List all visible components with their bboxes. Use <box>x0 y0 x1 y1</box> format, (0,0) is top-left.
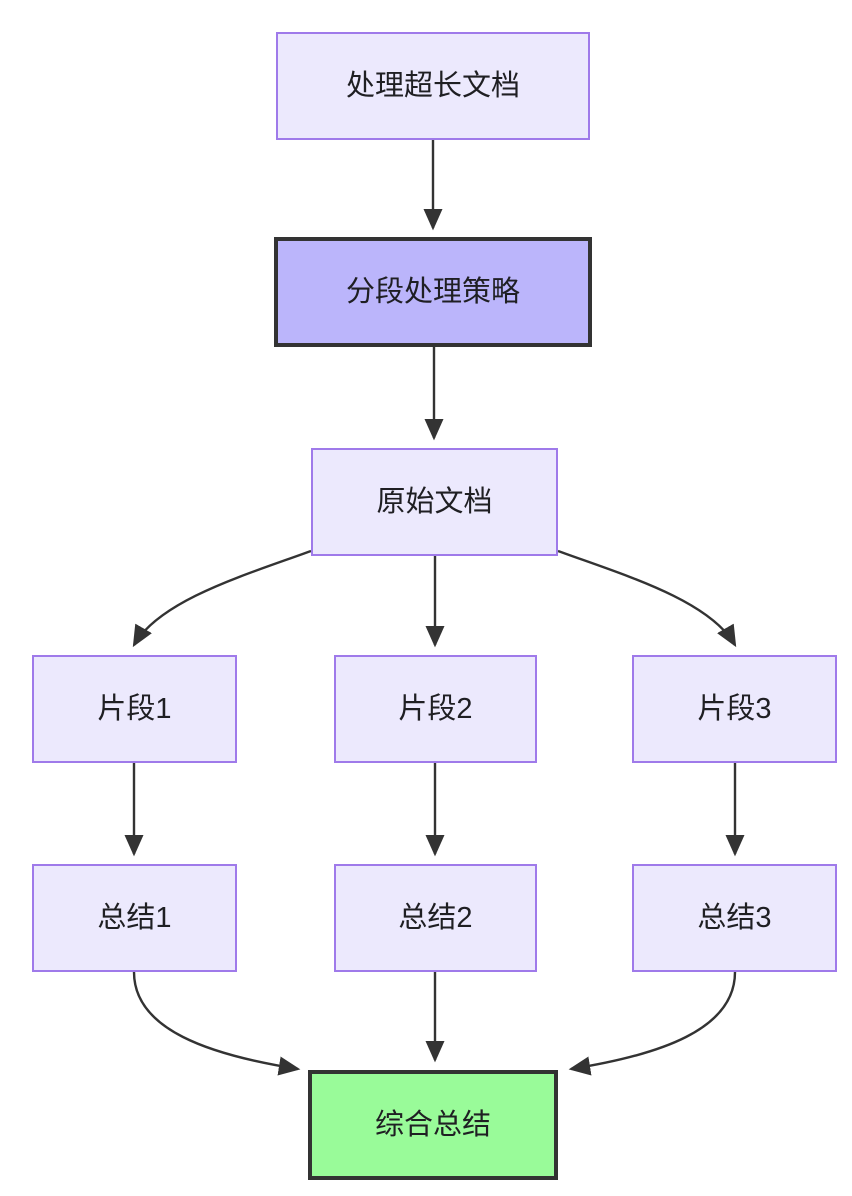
flow-node-label: 原始文档 <box>376 485 493 518</box>
flow-node-label: 总结3 <box>697 901 772 934</box>
flow-node-n2[interactable]: 分段处理策略 <box>274 237 592 347</box>
flow-node-label: 分段处理策略 <box>345 275 520 308</box>
flow-node-label: 片段3 <box>697 692 772 725</box>
flow-edge-n3-to-n4 <box>132 549 312 648</box>
flow-node-label: 片段2 <box>398 692 473 725</box>
flow-edge-n3-to-n6 <box>557 549 737 648</box>
flow-node-n10[interactable]: 综合总结 <box>308 1070 558 1180</box>
flow-node-n8[interactable]: 总结2 <box>334 864 537 972</box>
flow-node-n6[interactable]: 片段3 <box>632 655 837 763</box>
flow-edge-n9-to-n10 <box>568 971 737 1076</box>
flow-node-label: 综合总结 <box>374 1108 491 1141</box>
flow-node-n4[interactable]: 片段1 <box>32 655 237 763</box>
flow-node-n1[interactable]: 处理超长文档 <box>276 32 590 140</box>
flow-node-label: 总结2 <box>398 901 473 934</box>
flow-node-n7[interactable]: 总结1 <box>32 864 237 972</box>
flow-node-label: 片段1 <box>97 692 172 725</box>
flow-node-label: 总结1 <box>97 901 172 934</box>
flow-node-label: 处理超长文档 <box>345 69 520 102</box>
flow-node-n9[interactable]: 总结3 <box>632 864 837 972</box>
flow-edge-n7-to-n10 <box>132 971 301 1076</box>
flow-node-n3[interactable]: 原始文档 <box>311 448 558 556</box>
flow-node-n5[interactable]: 片段2 <box>334 655 537 763</box>
